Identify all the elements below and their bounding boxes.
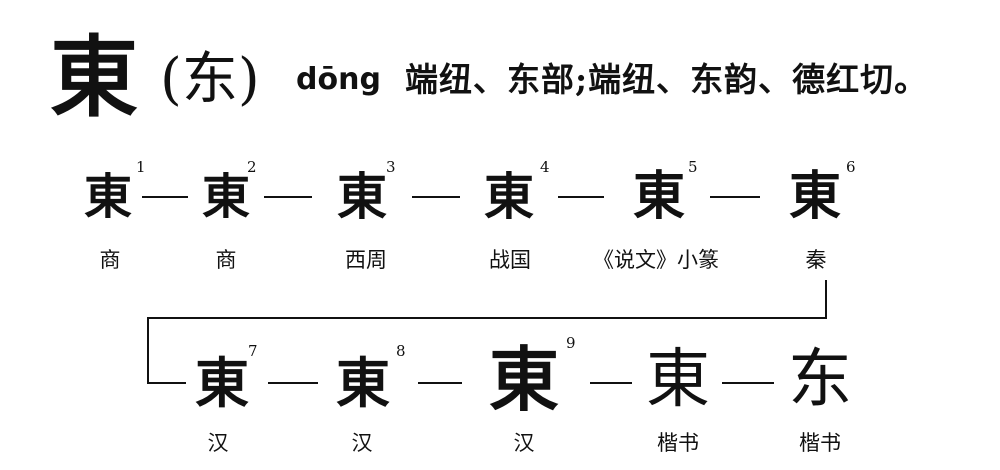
headword-character: 東 — [50, 25, 139, 129]
simplified-glyph: 东 — [788, 343, 852, 417]
era-label: 汉 — [513, 431, 535, 455]
era-label: 商 — [215, 248, 237, 272]
step-number: 1 — [136, 158, 146, 176]
ancient-glyph: 東 — [83, 169, 132, 225]
step-number: 2 — [247, 158, 257, 176]
evolution-step-1: 東 — [82, 165, 134, 229]
ancient-glyph: 東 — [489, 338, 559, 421]
era-label: 商 — [99, 248, 121, 272]
evolution-step-9: 東 — [476, 340, 572, 420]
era-label: 《说文》小篆 — [593, 248, 719, 272]
era-label: 战国 — [489, 248, 531, 272]
evolution-step-5: 東 — [628, 165, 690, 229]
ancient-glyph: 東 — [788, 166, 841, 227]
evolution-step-6: 東 — [784, 165, 846, 229]
era-label: 楷书 — [799, 431, 841, 455]
era-label: 汉 — [207, 431, 229, 455]
evolution-step-7: 東 — [190, 350, 254, 416]
simplified-form: (东) — [160, 47, 260, 112]
step-number: 6 — [846, 158, 856, 176]
ancient-glyph: 東 — [337, 167, 387, 226]
evolution-step-8: 東 — [328, 350, 398, 416]
era-label: 西周 — [345, 248, 387, 272]
era-label: 秦 — [805, 248, 827, 272]
regular-script-glyph: 東 — [646, 343, 710, 417]
step-number: 9 — [566, 334, 576, 352]
ancient-glyph: 東 — [201, 169, 250, 225]
era-label: 汉 — [351, 431, 373, 455]
step-number: 8 — [396, 342, 406, 360]
evolution-step-simplified: 东 — [782, 340, 858, 420]
evolution-step-regular: 東 — [640, 340, 716, 420]
step-number: 3 — [386, 158, 396, 176]
evolution-step-2: 東 — [200, 165, 252, 229]
entry-header: 東 (东) dōng 端纽、东部;端纽、东韵、德红切。 — [50, 22, 990, 132]
ancient-glyph: 東 — [632, 166, 685, 227]
phonology-note: 端纽、东部;端纽、东韵、德红切。 — [405, 60, 929, 99]
evolution-step-3: 東 — [332, 165, 392, 229]
ancient-glyph: 東 — [195, 351, 249, 415]
era-label: 楷书 — [657, 431, 699, 455]
ancient-glyph: 東 — [484, 167, 534, 226]
step-number: 5 — [688, 158, 698, 176]
step-number: 4 — [540, 158, 550, 176]
ancient-glyph: 東 — [336, 351, 390, 415]
wrap-connector — [147, 280, 827, 384]
step-number: 7 — [248, 342, 258, 360]
evolution-step-4: 東 — [478, 165, 540, 229]
pinyin: dōng — [296, 62, 381, 97]
